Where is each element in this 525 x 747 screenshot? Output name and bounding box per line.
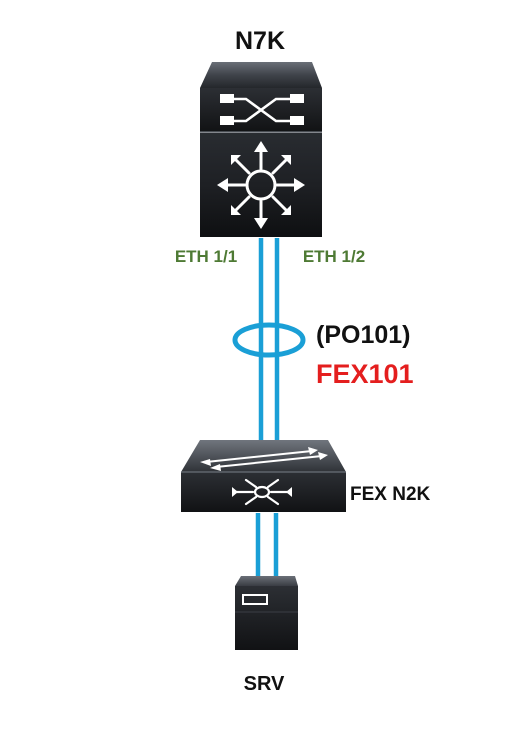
- server[interactable]: SRV: [235, 576, 298, 695]
- server-label: SRV: [244, 673, 285, 695]
- port-channel-ring[interactable]: [232, 322, 306, 358]
- port-channel-label: (PO101): [316, 321, 410, 349]
- port-label-eth-1-2: ETH 1/2: [303, 247, 365, 266]
- fex-label: FEX N2K: [350, 484, 431, 505]
- uplinks: [232, 238, 306, 440]
- port-label-eth-1-1: ETH 1/1: [175, 247, 237, 266]
- core-switch[interactable]: N7K: [200, 27, 322, 237]
- fabric-extender-icon: [181, 440, 346, 512]
- server-icon: [235, 576, 298, 650]
- nexus-7000-switch-icon: [200, 62, 322, 237]
- fex[interactable]: FEX N2K: [181, 440, 431, 512]
- core-switch-label: N7K: [235, 27, 285, 55]
- fex-id-label: FEX101: [316, 359, 414, 389]
- downlinks: [255, 513, 279, 578]
